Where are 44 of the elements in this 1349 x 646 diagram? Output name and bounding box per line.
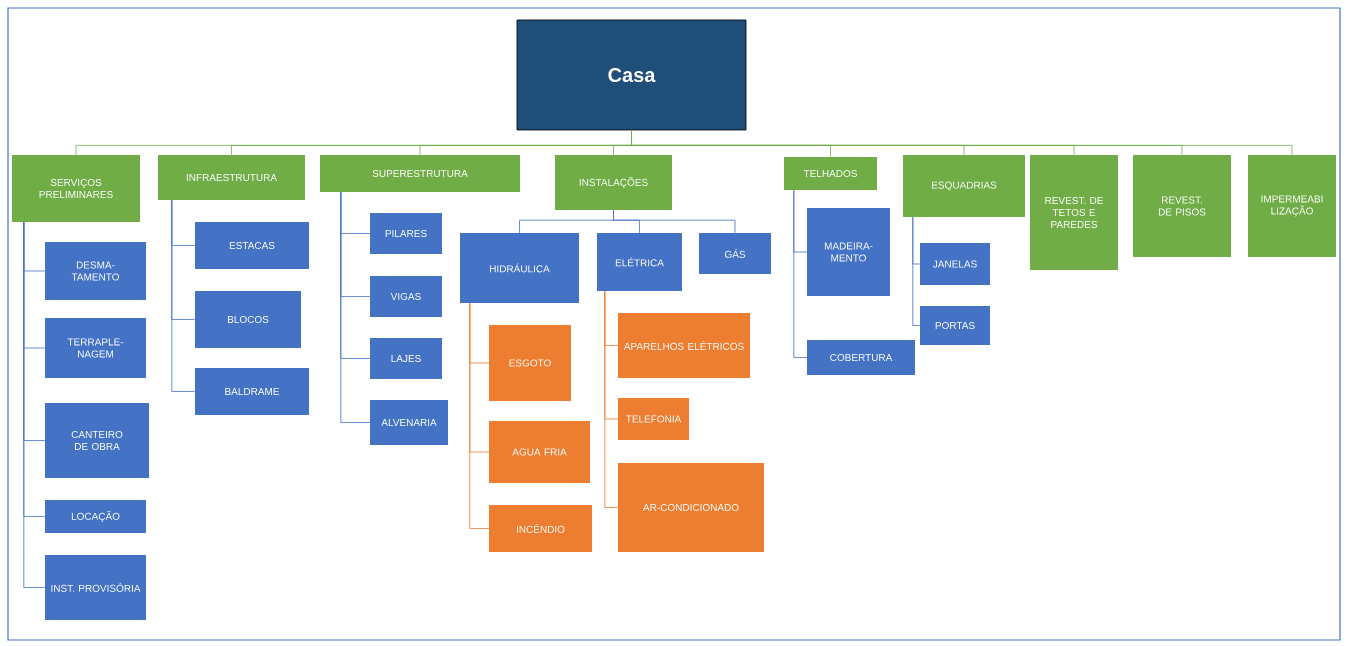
category-box: INFRAESTRUTURA bbox=[158, 155, 305, 200]
task-box: ALVENARIA bbox=[370, 400, 448, 445]
category-box: REVEST. DE TETOS E PAREDES bbox=[1030, 155, 1118, 270]
task-box: PORTAS bbox=[920, 306, 990, 345]
category-box: IMPERMEABI LIZAÇÃO bbox=[1248, 155, 1336, 257]
connector-line bbox=[912, 216, 921, 326]
task-box: LOCAÇÃO bbox=[45, 500, 146, 533]
task-box: LAJES bbox=[370, 338, 442, 379]
task-box: JANELAS bbox=[920, 243, 990, 285]
connector-line bbox=[793, 189, 808, 358]
category-box: SUPERESTRUTURA bbox=[320, 155, 520, 192]
category-box: INSTALAÇÕES bbox=[555, 155, 672, 210]
subtask-box: TELEFONIA bbox=[618, 398, 689, 440]
category-box: TELHADOS bbox=[784, 157, 877, 190]
category-box: ESQUADRIAS bbox=[903, 155, 1025, 217]
task-box: INST. PROVISÓRIA bbox=[45, 555, 146, 620]
connector-line bbox=[631, 130, 1293, 156]
subtask-box: AGUA FRIA bbox=[489, 421, 590, 483]
connector-line bbox=[171, 199, 196, 392]
task-box: BLOCOS bbox=[195, 291, 301, 348]
task-box: ESTACAS bbox=[195, 222, 309, 269]
task-box: COBERTURA bbox=[807, 340, 915, 375]
task-box: HIDRÁULICA bbox=[460, 233, 579, 303]
task-box: TERRAPLE- NAGEM bbox=[45, 318, 146, 378]
subtask-box: APARELHOS ELÉTRICOS bbox=[618, 313, 750, 378]
category-box: REVEST. DE PISOS bbox=[1133, 155, 1231, 257]
connector-line bbox=[23, 221, 46, 588]
task-box: DESMA- TAMENTO bbox=[45, 242, 146, 300]
category-box: SERVIÇOS PRELIMINARES bbox=[12, 155, 140, 222]
title-box: Casa bbox=[516, 19, 747, 131]
subtask-box: INCÊNDIO bbox=[489, 505, 592, 552]
task-box: VIGAS bbox=[370, 276, 442, 317]
connector-line bbox=[340, 191, 371, 423]
subtask-box: AR-CONDICIONADO bbox=[618, 463, 764, 552]
task-box: GÁS bbox=[699, 233, 771, 274]
task-box: CANTEIRO DE OBRA bbox=[45, 403, 149, 478]
connector-line bbox=[604, 290, 619, 508]
task-box: PILARES bbox=[370, 213, 442, 254]
task-box: BALDRAME bbox=[195, 368, 309, 415]
connector-line bbox=[613, 209, 736, 234]
task-box: ELÉTRICA bbox=[597, 233, 682, 291]
task-box: MADEIRA- MENTO bbox=[807, 208, 890, 296]
subtask-box: ESGOTO bbox=[489, 325, 571, 401]
connector-line bbox=[469, 302, 490, 529]
